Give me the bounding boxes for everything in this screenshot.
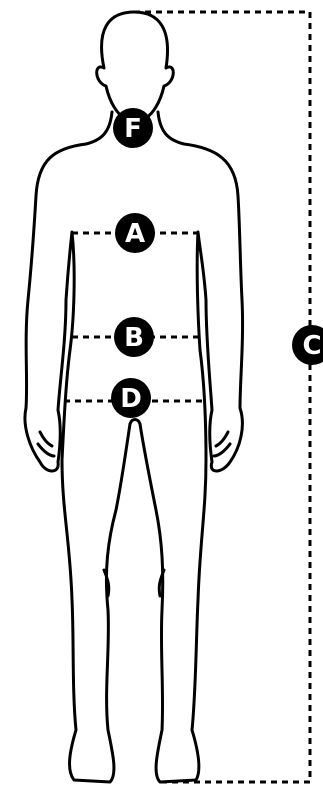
marker-b: B (114, 317, 154, 357)
marker-b-label: B (124, 323, 144, 353)
head-outline (97, 12, 174, 118)
left-hand-detail (38, 432, 54, 456)
marker-d-label: D (120, 384, 142, 414)
knee-detail (104, 570, 164, 596)
marker-c: C (292, 325, 323, 365)
marker-f: F (113, 108, 153, 148)
right-hand-detail (214, 432, 230, 456)
marker-d: D (111, 378, 151, 418)
marker-c-label: C (302, 331, 321, 361)
marker-f-label: F (124, 114, 142, 144)
marker-a-label: A (125, 219, 145, 249)
crotch-outline (130, 420, 140, 425)
marker-a: A (115, 213, 155, 253)
